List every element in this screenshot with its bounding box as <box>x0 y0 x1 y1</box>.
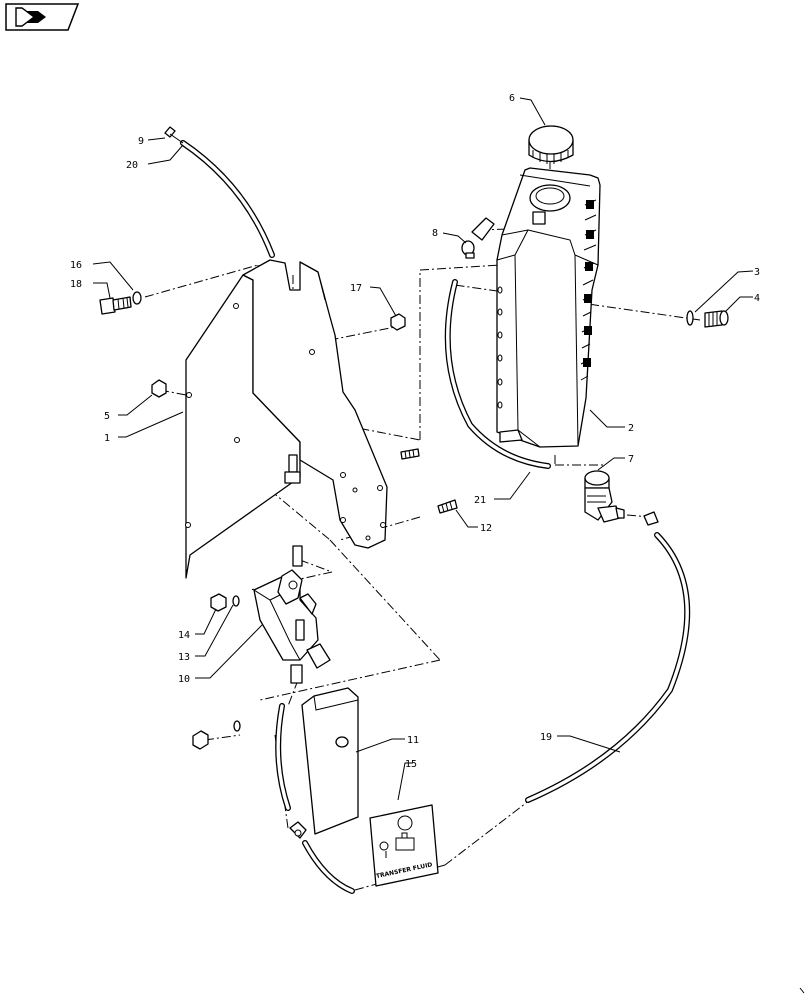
reservoir-tank <box>496 167 601 448</box>
nut-17 <box>390 313 406 331</box>
hoses <box>180 140 691 894</box>
nav-arrow-icon[interactable] <box>5 3 80 31</box>
screws-12 <box>400 448 458 514</box>
tank-mount-holes <box>497 286 503 409</box>
callout-19: 19 <box>540 732 552 743</box>
callout-13: 13 <box>178 652 190 663</box>
callout-2: 2 <box>628 423 634 434</box>
callout-18: 18 <box>70 279 82 290</box>
mounting-bracket <box>185 259 388 579</box>
callout-7: 7 <box>628 454 634 465</box>
washer-13 <box>232 595 240 607</box>
callout-3: 3 <box>754 267 760 278</box>
callout-11: 11 <box>407 735 419 746</box>
callout-5: 5 <box>104 411 110 422</box>
callout-9: 9 <box>138 136 144 147</box>
callout-1: 1 <box>104 433 110 444</box>
tank-cap <box>528 125 574 164</box>
callout-12: 12 <box>480 523 492 534</box>
callout-labels: 9 20 6 8 16 18 17 3 4 2 7 5 1 12 21 14 1… <box>70 93 760 770</box>
barb-fitting <box>643 511 659 526</box>
corner-mark <box>799 987 805 994</box>
screw-4 <box>686 310 729 328</box>
leader-lines <box>92 97 754 801</box>
bracket-fittings <box>284 454 303 567</box>
callout-10: 10 <box>178 674 190 685</box>
callout-14: 14 <box>178 630 190 641</box>
callout-20: 20 <box>126 160 138 171</box>
valve-10 <box>253 569 331 684</box>
callout-4: 4 <box>754 293 760 304</box>
callout-6: 6 <box>509 93 515 104</box>
bolt-18 <box>99 291 142 315</box>
callout-16: 16 <box>70 260 82 271</box>
lower-nut <box>192 720 241 750</box>
nut-14 <box>210 593 227 612</box>
hose-clamp <box>289 821 307 839</box>
pin-9 <box>164 126 184 144</box>
decal-15: TRANSFER FLUID <box>369 804 439 887</box>
elbow-fitting-7 <box>584 470 625 523</box>
nut-5 <box>151 379 167 398</box>
elbow-fitting-8 <box>461 217 495 259</box>
callout-17: 17 <box>350 283 362 294</box>
callout-8: 8 <box>432 228 438 239</box>
callout-15: 15 <box>405 759 417 770</box>
tank-ribs <box>580 199 597 381</box>
cover-11 <box>301 687 359 835</box>
callout-21: 21 <box>474 495 486 506</box>
